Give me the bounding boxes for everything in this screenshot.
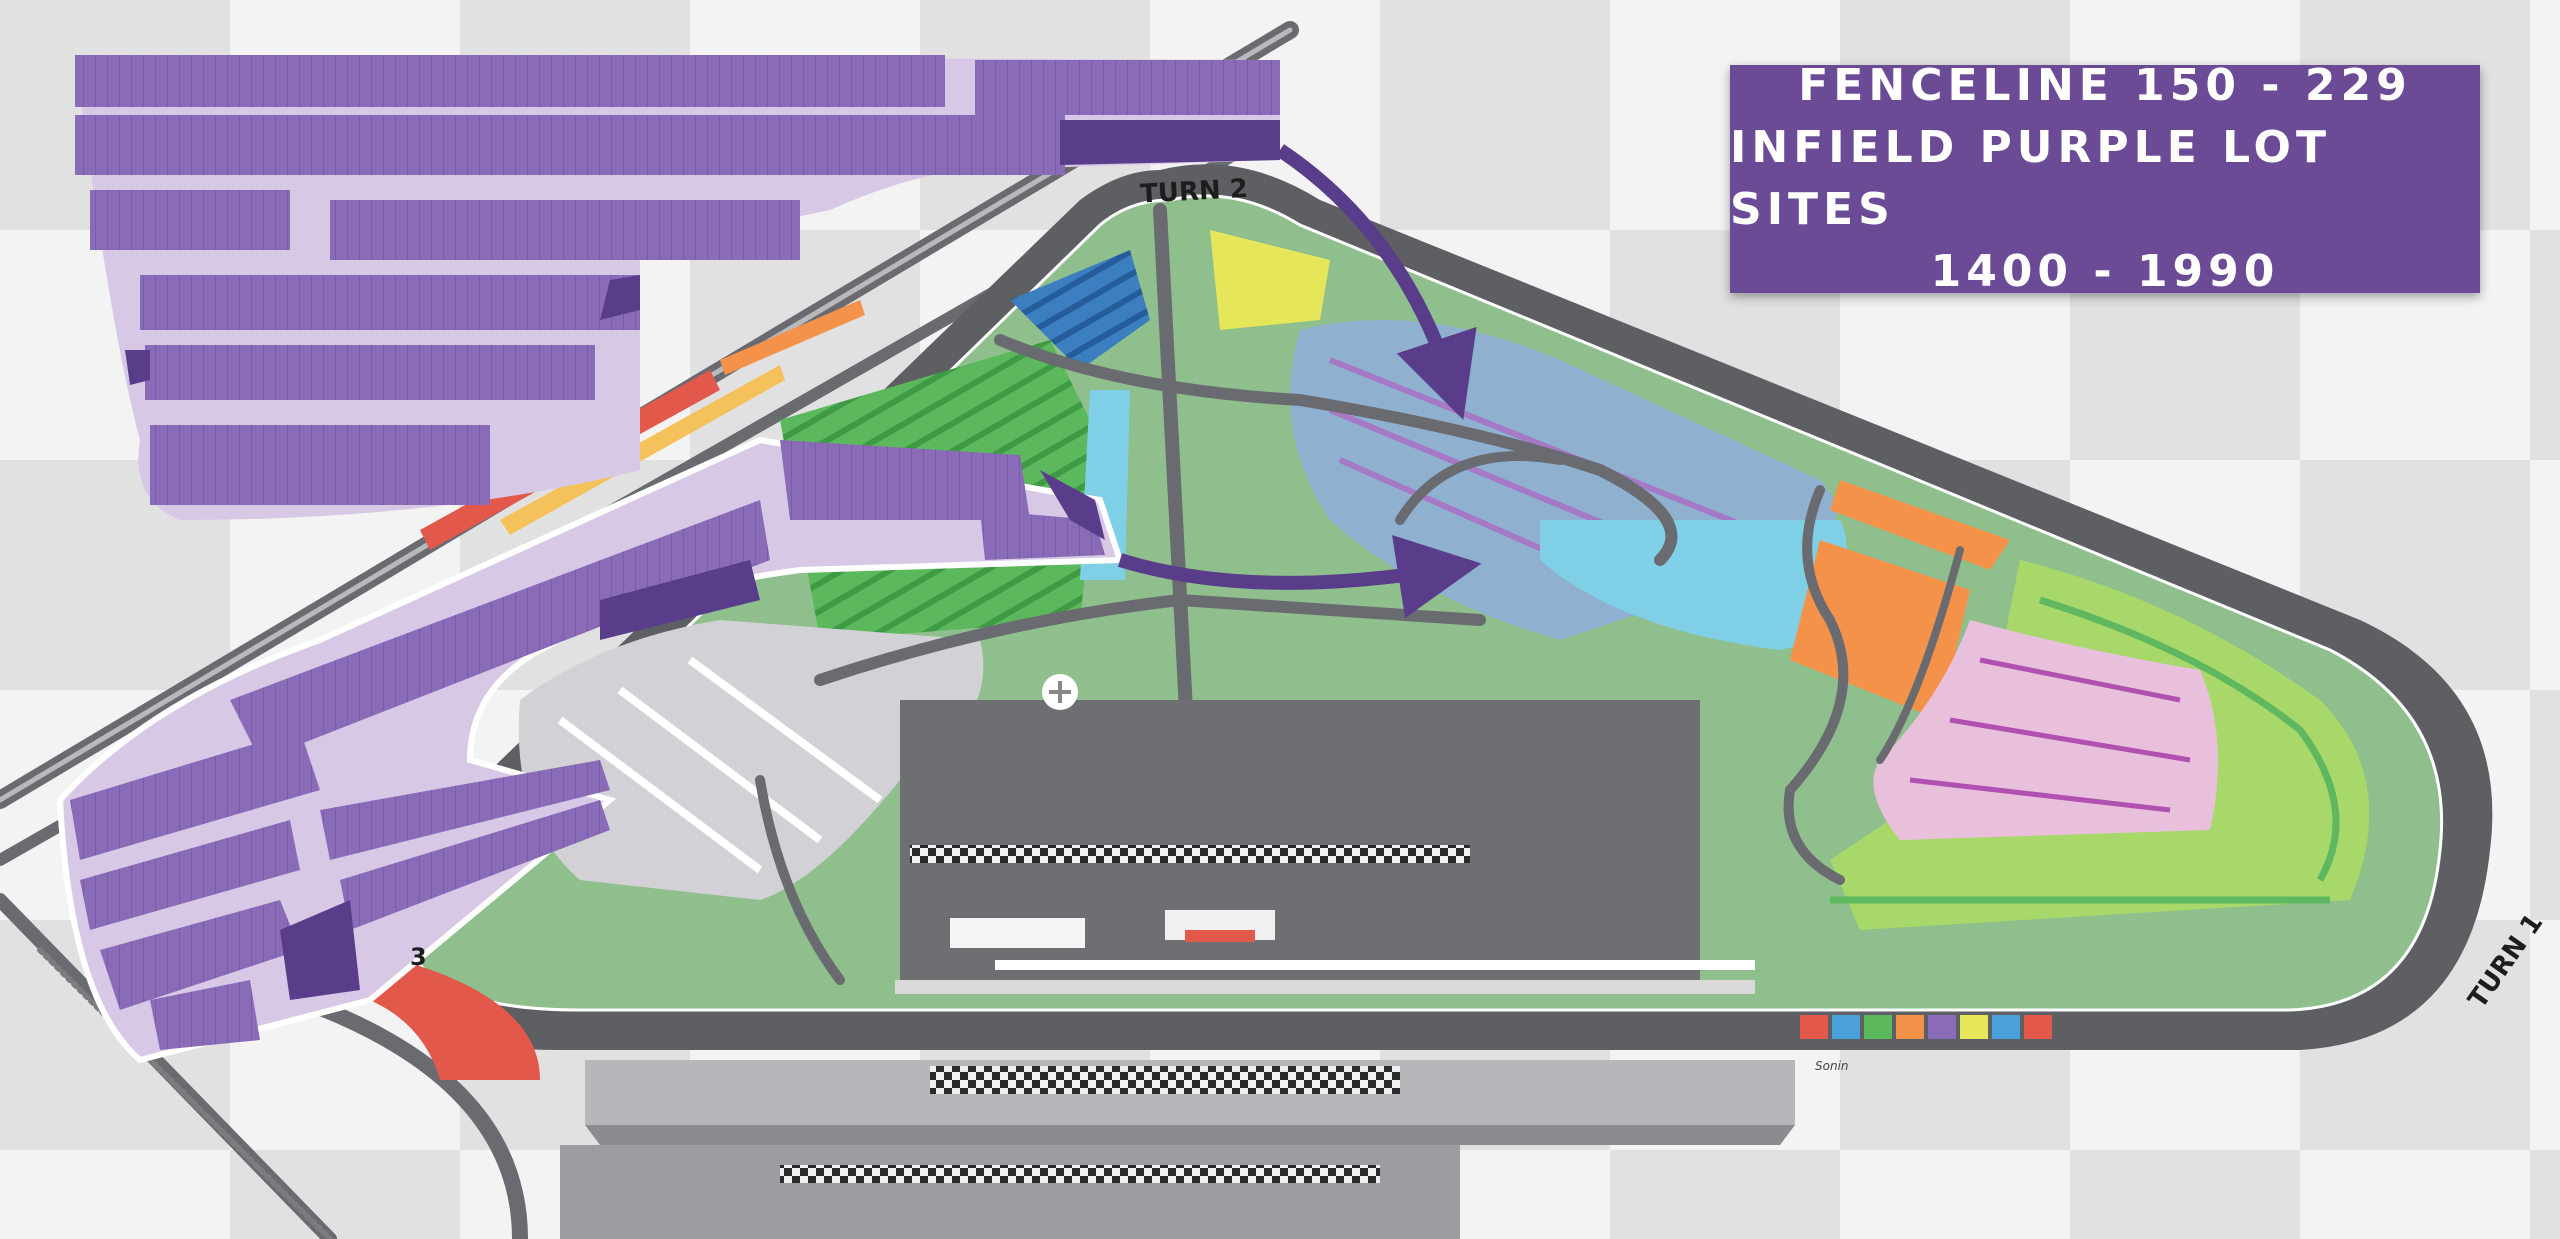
- turn-2-label: TURN 2: [1139, 174, 1248, 210]
- grey-lot: [518, 620, 984, 900]
- title-line-1: FENCELINE 150 - 229: [1798, 60, 2412, 111]
- grandstand: [560, 1060, 1795, 1239]
- purple-lot-north: [75, 55, 1280, 520]
- turn-3-label: 3: [410, 943, 427, 971]
- title-line-2: INFIELD PURPLE LOT SITES: [1730, 122, 2331, 235]
- direction-arrows: [1117, 144, 1482, 619]
- orange-lot-upper: [1830, 480, 2010, 570]
- cyan-lot: [1540, 520, 1847, 650]
- race-cars: [1800, 1015, 2052, 1039]
- title-box: FENCELINE 150 - 229 INFIELD PURPLE LOT S…: [1730, 60, 2480, 297]
- title-line-3: 1400 - 1990: [1930, 246, 2280, 297]
- pit-area: [895, 674, 1755, 994]
- navy-lot: [1010, 250, 1150, 370]
- signature: Sonin: [1815, 1059, 1849, 1073]
- yellow-lot: [1210, 230, 1330, 330]
- purple-lot-south: [56, 436, 1125, 1064]
